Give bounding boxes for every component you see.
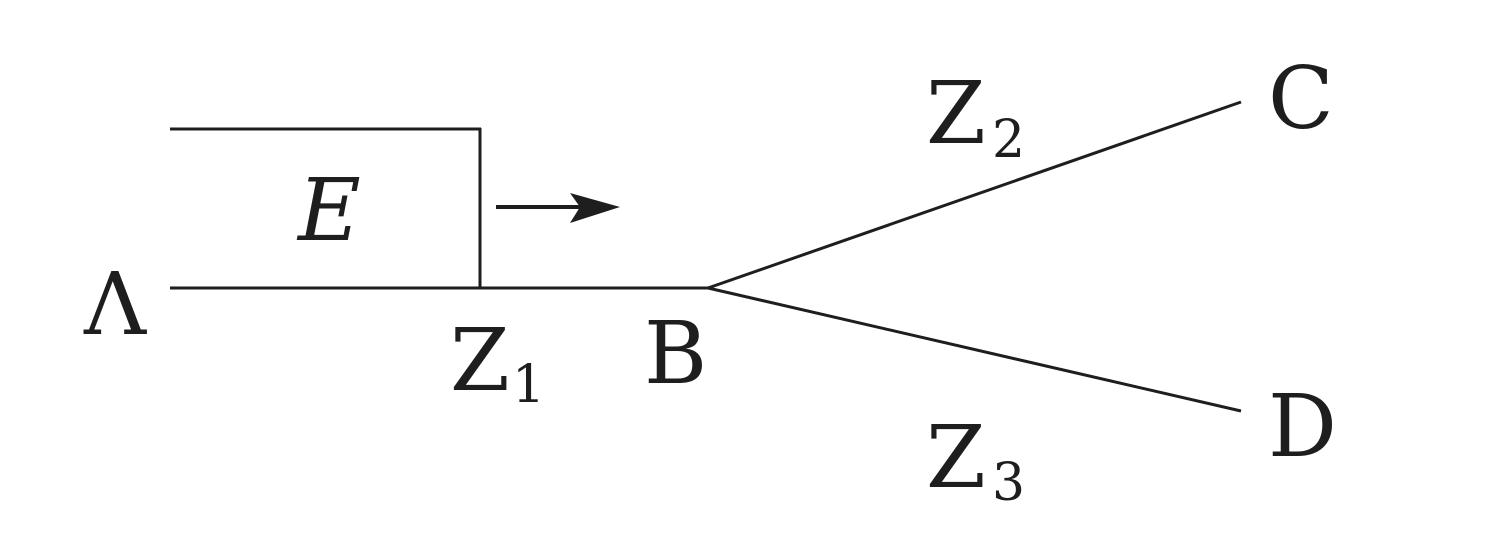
node-c-label: C	[1268, 49, 1334, 149]
svg-text:2: 2	[992, 110, 1025, 170]
svg-text:Z: Z	[450, 311, 510, 411]
impedance-z3-label: Z 3	[926, 408, 1025, 513]
node-d-label: D	[1268, 377, 1337, 477]
impedance-z2-label: Z 2	[926, 64, 1025, 170]
line-b-d	[707, 286, 1242, 413]
node-a-label: Λ	[83, 255, 147, 355]
source-e-label: E	[296, 161, 361, 261]
svg-text:3: 3	[992, 453, 1025, 513]
svg-text:Z: Z	[926, 64, 986, 164]
node-b-label: B	[644, 304, 707, 404]
impedance-z1-label: Z 1	[450, 311, 545, 415]
line-b-c	[707, 100, 1242, 290]
arrow-right-icon	[496, 193, 620, 223]
svg-text:Z: Z	[926, 408, 986, 508]
svg-text:1: 1	[512, 355, 545, 415]
